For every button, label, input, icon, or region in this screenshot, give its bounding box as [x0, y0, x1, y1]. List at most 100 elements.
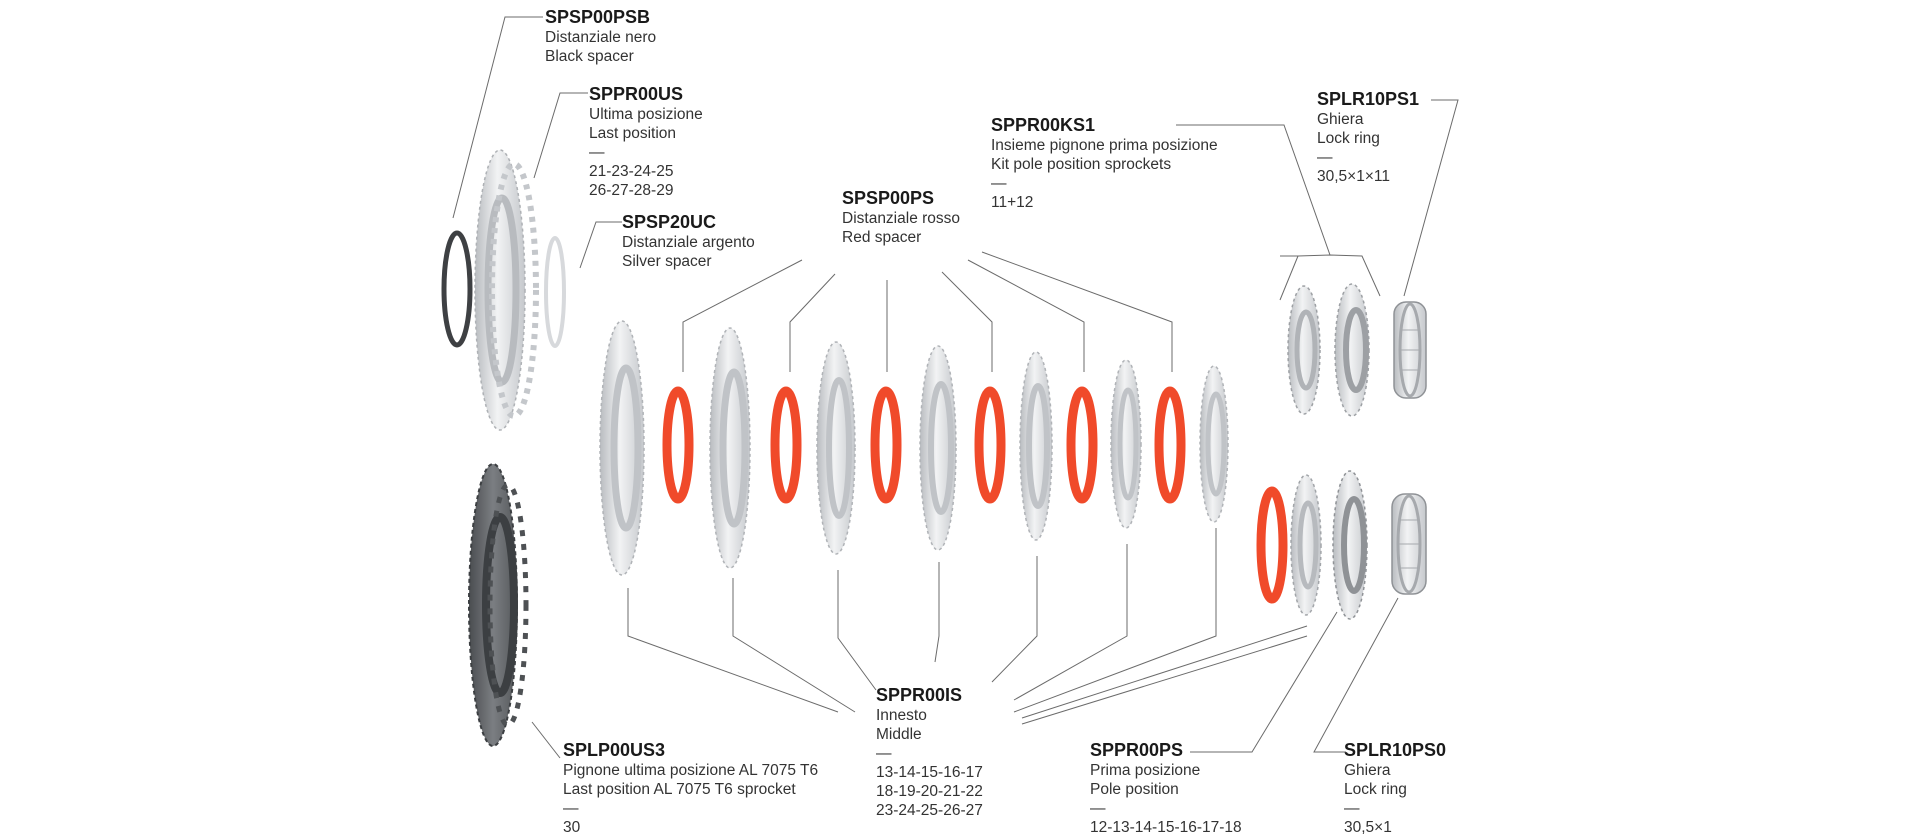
sizes: 21-23-24-25	[589, 163, 674, 180]
size: 30	[563, 819, 581, 836]
leader-sppr00is-6	[1013, 544, 1128, 701]
separator: —	[991, 175, 1007, 192]
label-spsp00ps: SPSP00PS Distanziale rosso Red spacer	[842, 187, 960, 247]
label-sppr00is: SPPR00IS Innesto Middle — 13-14-15-16-17…	[876, 684, 983, 820]
part-name-en: Lock ring	[1344, 781, 1407, 798]
leader-sppr00ps	[1190, 611, 1338, 753]
part-name-en: Lock ring	[1317, 130, 1380, 147]
leader-spsp00psb	[452, 16, 543, 219]
label-spsp20uc: SPSP20UC Distanziale argento Silver spac…	[622, 211, 755, 271]
sizes: 12-13-14-15-16-17-18	[1090, 819, 1242, 836]
leader-sppr00ks1-fork2	[1279, 255, 1299, 301]
leader-sppr00is-8	[1021, 625, 1308, 719]
part-code: SPPR00PS	[1090, 740, 1184, 760]
leader-sppr00us	[533, 92, 588, 179]
red-spacer-7	[1256, 486, 1288, 604]
part-name-it: Ghiera	[1317, 111, 1364, 128]
separator: —	[1344, 800, 1360, 817]
silver-spacer-ring	[544, 236, 566, 348]
part-name-it: Prima posizione	[1090, 762, 1201, 779]
part-code: SPPR00US	[589, 84, 684, 104]
part-name-it: Insieme pignone prima posizione	[991, 137, 1218, 154]
black-spacer-ring	[441, 230, 473, 348]
top-left-parts	[441, 149, 566, 431]
pole-position-sprockets	[1290, 470, 1368, 620]
separator: —	[1090, 800, 1106, 817]
red-spacer-5	[1066, 386, 1098, 504]
leader-sppr00is-4	[934, 562, 940, 663]
sizes: 26-27-28-29	[589, 182, 674, 199]
sprocket-6	[1110, 359, 1142, 529]
part-code: SPSP20UC	[622, 212, 717, 232]
part-name-en: Silver spacer	[622, 253, 712, 270]
part-name-en: Pole position	[1090, 781, 1179, 798]
part-code: SPSP00PS	[842, 188, 935, 208]
size: 30,5×1	[1344, 819, 1392, 836]
part-name-it: Ultima posizione	[589, 106, 703, 123]
pole-position-kit	[1287, 283, 1370, 417]
part-name-it: Pignone ultima posizione AL 7075 T6	[563, 762, 819, 779]
separator: —	[1317, 149, 1333, 166]
last-position-sprocket-stack	[474, 149, 539, 431]
sprocket-1	[599, 320, 645, 576]
sizes: 13-14-15-16-17	[876, 764, 983, 781]
separator: —	[563, 800, 579, 817]
part-code: SPSP00PSB	[545, 7, 651, 27]
sizes: 23-24-25-26-27	[876, 802, 983, 819]
red-spacer-4	[974, 386, 1006, 504]
label-sppr00ps: SPPR00PS Prima posizione Pole position —…	[1090, 739, 1242, 837]
sizes: 11+12	[991, 194, 1034, 211]
part-name-en: Middle	[876, 726, 922, 743]
leader-sppr00is-7	[1013, 528, 1217, 713]
sprocket-2	[709, 327, 751, 569]
leader-splr10ps1	[1403, 99, 1459, 297]
sizes: 18-19-20-21-22	[876, 783, 983, 800]
part-code: SPLR10PS0	[1344, 740, 1447, 760]
part-name-en: Last position AL 7075 T6 sprocket	[563, 781, 796, 798]
leader-sppr00is-1	[627, 588, 839, 713]
leader-sppr00is-5	[991, 556, 1038, 683]
lock-ring-1	[1391, 493, 1427, 595]
middle-sprockets	[599, 320, 1229, 576]
leader-lines	[452, 16, 1459, 759]
part-code: SPLR10PS1	[1317, 89, 1420, 109]
part-name-it: Distanziale rosso	[842, 210, 961, 227]
part-name-en: Black spacer	[545, 48, 634, 65]
leader-sppr00ks1-fork	[1280, 254, 1381, 297]
sprocket-5	[1019, 351, 1053, 541]
leader-sppr00is-2	[732, 578, 856, 713]
red-spacer-3	[870, 386, 902, 504]
sprocket-3	[816, 341, 856, 555]
leader-sppr00is-9	[1021, 635, 1308, 725]
leader-spsp00ps-a	[682, 259, 803, 372]
lock-ring-11	[1393, 301, 1427, 399]
label-sppr00us: SPPR00US Ultima posizione Last position …	[589, 83, 703, 200]
leader-splr10ps0	[1313, 597, 1399, 753]
leader-sppr00ks1	[1176, 124, 1331, 256]
part-name-it: Innesto	[876, 707, 927, 724]
leader-splp00us3	[531, 721, 561, 759]
sprocket-4	[919, 345, 957, 551]
label-splp00us3: SPLP00US3 Pignone ultima posizione AL 70…	[563, 739, 818, 837]
separator: —	[589, 144, 605, 161]
red-spacer-6	[1154, 386, 1186, 504]
leader-spsp00ps-f	[981, 251, 1173, 372]
sprocket-7	[1199, 365, 1229, 523]
part-name-it: Distanziale argento	[622, 234, 755, 251]
leader-sppr00is-3	[837, 570, 877, 691]
part-name-it: Distanziale nero	[545, 29, 657, 46]
label-spsp00psb: SPSP00PSB Distanziale nero Black spacer	[545, 6, 656, 66]
leader-spsp00ps-b	[789, 273, 836, 372]
part-code: SPLP00US3	[563, 740, 666, 760]
part-code: SPPR00IS	[876, 685, 963, 705]
part-name-en: Last position	[589, 125, 677, 142]
label-sppr00ks1: SPPR00KS1 Insieme pignone prima posizion…	[991, 114, 1218, 212]
part-name-it: Ghiera	[1344, 762, 1391, 779]
size: 30,5×1×11	[1317, 168, 1390, 185]
red-spacer-1	[662, 386, 694, 504]
aluminum-last-position-sprocket	[468, 463, 529, 747]
label-splr10ps0: SPLR10PS0 Ghiera Lock ring — 30,5×1	[1344, 739, 1446, 837]
part-code: SPPR00KS1	[991, 115, 1096, 135]
separator: —	[876, 745, 892, 762]
